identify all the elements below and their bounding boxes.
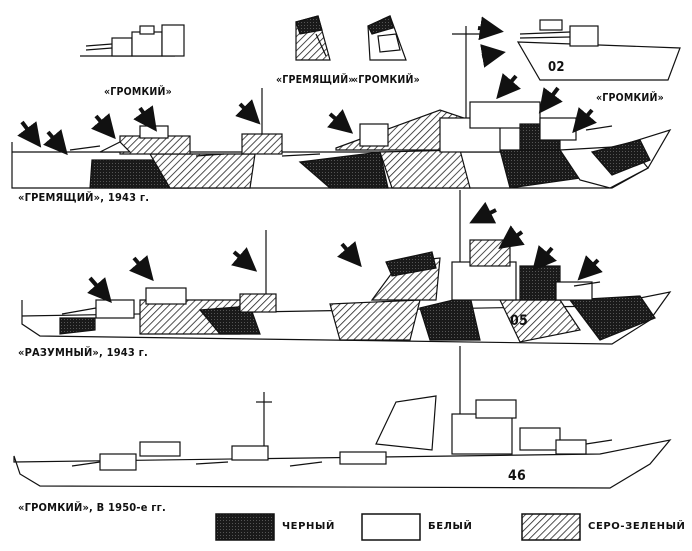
legend-label-white: БЕЛЫЙ	[428, 521, 473, 532]
label-gremyashchiy-bridge: «ГРЕМЯЩИЙ»	[276, 74, 355, 86]
arrows-ship-1	[17, 16, 597, 156]
hull-number-46: 46	[508, 468, 526, 484]
ship-gremyashchiy	[11, 26, 672, 189]
hull-number-02: 02	[548, 60, 565, 75]
detail-bridge-gromkiy	[367, 15, 407, 61]
ship-gromkiy-1950s	[13, 346, 672, 489]
detail-bridge-gremyashchiy	[295, 15, 331, 61]
detail-gun-turret-gromkiy-left	[80, 24, 185, 57]
caption-ship-2: «РАЗУМНЫЙ», 1943 г.	[18, 346, 148, 359]
detail-gun-turret-gromkiy-right	[516, 19, 681, 81]
ship-razumnyy	[21, 190, 672, 345]
legend-label-black: ЧЕРНЫЙ	[282, 521, 335, 532]
legend-swatch-white	[361, 513, 421, 541]
label-gromkiy-right: «ГРОМКИЙ»	[596, 92, 664, 104]
legend-swatch-black	[215, 513, 275, 541]
label-gromkiy-bridge: «ГРОМКИЙ»	[352, 74, 420, 86]
legend-swatch-hatch	[521, 513, 581, 541]
hull-number-05: 05	[510, 313, 528, 329]
caption-ship-1: «ГРЕМЯЩИЙ», 1943 г.	[18, 191, 150, 204]
legend-label-hatch: СЕРО-ЗЕЛЕНЫЙ	[588, 521, 686, 532]
arrows-ship-2	[87, 201, 603, 304]
caption-ship-3: «ГРОМКИЙ», В 1950-е гг.	[18, 501, 166, 514]
label-gromkiy-turret: «ГРОМКИЙ»	[104, 86, 172, 98]
